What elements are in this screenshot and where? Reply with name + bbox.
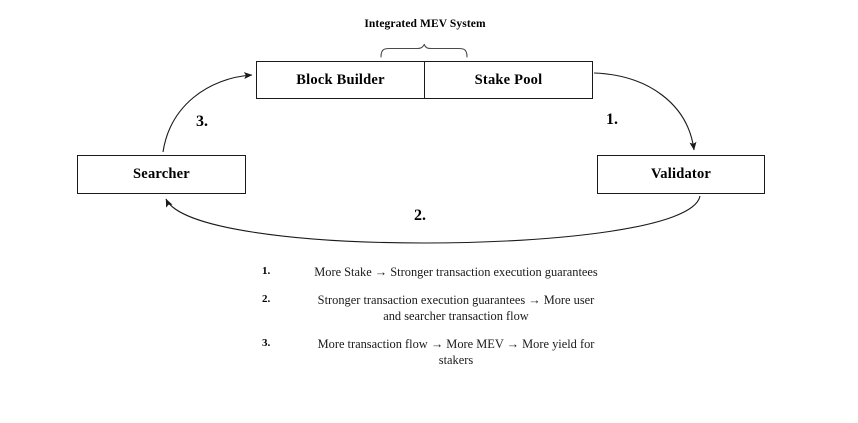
legend-text: More Stake → Stronger transaction execut… — [314, 265, 598, 279]
node-searcher[interactable]: Searcher — [77, 155, 246, 194]
legend-marker: 1. — [262, 265, 271, 277]
legend-item: 1. More Stake → Stronger transaction exe… — [262, 264, 602, 280]
edge-label-3: 3. — [196, 113, 208, 130]
legend-list: 1. More Stake → Stronger transaction exe… — [262, 264, 602, 380]
integrated-mev-system-caption: Integrated MEV System — [364, 18, 486, 30]
edge-path-2 — [165, 195, 701, 244]
legend-text: Stronger transaction execution guarantee… — [317, 293, 595, 323]
edge-label-1: 1. — [606, 111, 618, 128]
legend-item: 3. More transaction flow → More MEV → Mo… — [262, 336, 602, 368]
integrated-mev-system-brace — [380, 43, 468, 58]
edge-path-1 — [593, 72, 697, 151]
edge-label-2: 2. — [414, 207, 426, 224]
node-stake-pool[interactable]: Stake Pool — [424, 61, 593, 99]
node-validator[interactable]: Validator — [597, 155, 765, 194]
legend-marker: 3. — [262, 337, 271, 349]
legend-text: More transaction flow → More MEV → More … — [317, 337, 595, 367]
node-validator-label: Validator — [650, 166, 712, 182]
legend-marker: 2. — [262, 293, 271, 305]
legend-item: 2. Stronger transaction execution guaran… — [262, 292, 602, 324]
node-searcher-label: Searcher — [133, 166, 190, 182]
node-block-builder[interactable]: Block Builder — [256, 61, 425, 99]
edge-path-3 — [162, 72, 253, 153]
node-block-builder-label: Block Builder — [296, 71, 385, 88]
node-stake-pool-label: Stake Pool — [474, 71, 543, 88]
